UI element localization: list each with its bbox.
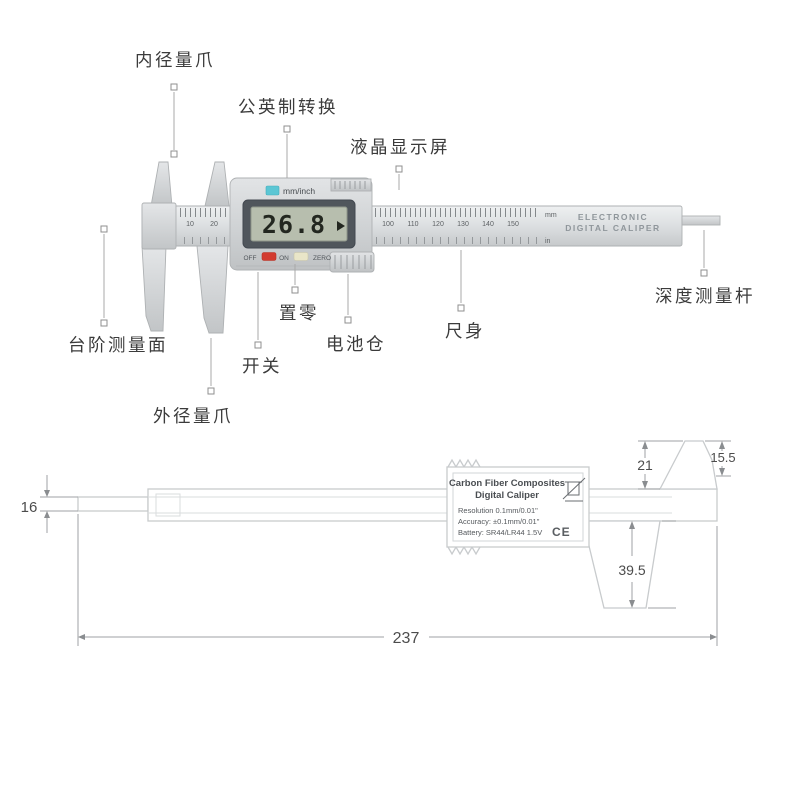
callout-marker [100,319,108,327]
callouts: 内径量爪 公英制转换 液晶显示屏 深度测量杆 台阶测量面 开关 置零 电池仓 [68,50,755,426]
unit-mm-label: mm [545,212,557,219]
spec-accuracy: Accuracy: ±0.1mm/0.01" [458,517,540,526]
callout-marker [457,304,465,312]
weee-icon [562,477,586,502]
callout-unit-conversion-label: 公英制转换 [238,97,338,117]
zero-label: ZERO [313,255,331,262]
scale-number: 110 [407,221,418,228]
zero-button [293,252,309,261]
spec-label [452,472,584,542]
callout-marker [170,83,178,91]
drawing-thumb-ridges-top [447,458,481,469]
off-label: OFF [244,255,257,262]
callout-marker [254,341,262,349]
callout-outside-jaws-label: 外径量爪 [153,406,233,426]
caliper-product-photo: 10 20 100 110 120 130 140 150 mm in ELEC… [141,161,721,334]
dim-jaw-height: 21 [637,440,683,490]
callout-marker [344,316,352,324]
callout-battery-label: 电池仓 [326,334,386,354]
spec-title-line2: Digital Caliper [475,490,539,501]
spec-resolution: Resolution 0.1mm/0.01" [458,506,538,515]
inside-jaw-fixed [150,161,173,207]
callout-lcd-label: 液晶显示屏 [350,137,450,157]
dim-rod-height: 16 [21,475,78,533]
scale-number: 10 [186,221,194,228]
on-button [261,252,277,261]
callout-marker [207,387,215,395]
callout-marker [291,286,299,294]
svg-text:21: 21 [637,457,653,473]
mm-inch-button [265,185,280,196]
on-label: ON [279,255,289,262]
callout-inside-jaws-label: 内径量爪 [135,50,215,70]
scale-number: 20 [210,221,218,228]
svg-text:16: 16 [21,499,38,516]
dimension-drawing: Carbon Fiber Composites Digital Caliper … [21,440,736,647]
drawing-lower-jaw [582,520,661,609]
callout-marker [100,225,108,233]
depth-rod [681,215,721,226]
callout-marker [170,150,178,158]
lcd-screen [250,206,348,242]
thumb-wheel-top [330,178,372,192]
callout-zero-label: 置零 [279,303,319,323]
mm-inch-label: mm/inch [283,186,315,196]
scale-number: 150 [507,221,519,228]
drawing-depth-rod [77,496,149,512]
drawing-beam [147,488,718,522]
fixed-head [141,202,177,250]
unit-in-label: in [545,238,551,245]
callout-marker [700,269,708,277]
callout-marker [395,165,403,173]
scale-number: 140 [482,221,494,228]
scale-number: 100 [382,221,394,228]
callout-marker [283,125,291,133]
scale-number: 130 [457,221,469,228]
dim-jaw-tip: 15.5 [705,440,736,477]
drawing-beam-end-detail [155,493,181,517]
spec-title-line1: Carbon Fiber Composites [449,478,565,489]
callout-power-switch-label: 开关 [242,356,282,376]
scale-ticks-mm-left [178,208,230,217]
scale-number: 120 [432,221,444,228]
scale-ticks-mm-right [374,208,540,217]
svg-text:15.5: 15.5 [710,450,735,465]
thumb-wheel-bottom [329,251,375,273]
ce-mark: CE [552,525,571,539]
brand-text-line2: DIGITAL CALIPER [565,223,660,233]
dim-total-length: 237 [77,514,718,647]
scale-ticks-in-right [374,237,540,244]
drawing-upper-jaw [658,440,718,490]
drawing-thumb-ridges-bottom [447,545,481,556]
inside-jaw-slider [204,161,230,207]
lcd-value: 26.8 [262,210,326,239]
callout-depth-rod-label: 深度测量杆 [655,286,755,306]
callout-step-face-label: 台阶测量面 [68,335,168,355]
svg-text:39.5: 39.5 [618,562,645,578]
outside-jaw-fixed [141,245,167,332]
outside-jaw-slider [196,245,229,334]
spec-battery: Battery: SR44/LR44 1.5V [458,528,542,537]
lcd-pointer-icon [337,221,345,231]
brand-text-line1: ELECTRONIC [578,212,648,222]
scale-ticks-in-left [178,237,230,244]
dim-jaw-depth: 39.5 [618,520,676,609]
callout-beam-label: 尺身 [445,321,485,341]
svg-text:237: 237 [393,630,420,647]
